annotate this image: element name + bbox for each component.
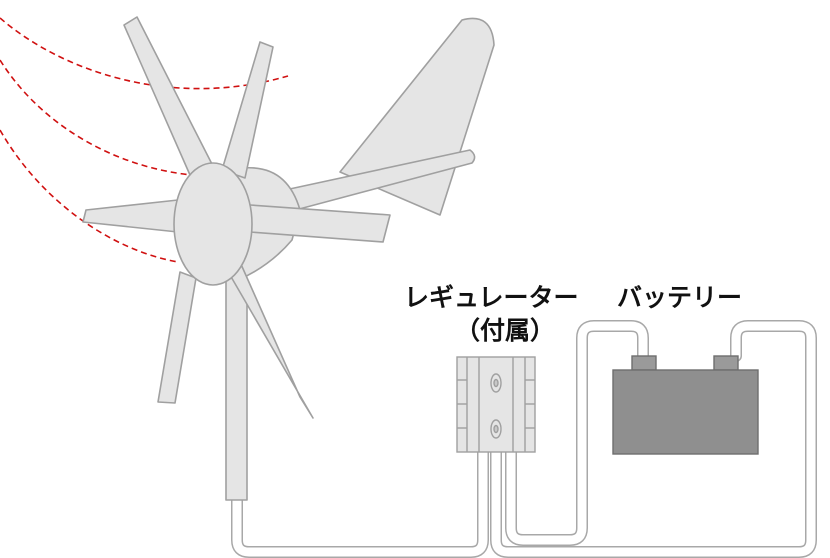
turbine-blade [82,199,179,233]
turbine-hub [173,162,253,286]
battery-body [612,369,759,455]
turbine-blade [157,271,197,404]
cables [231,320,817,558]
regulator-note-label: （付属） [455,316,556,345]
regulator-label: レギュレーター [404,283,579,312]
battery-terminal-positive [713,355,739,371]
battery-icon [612,355,759,455]
turbine-blade [123,16,216,176]
battery-label: バッテリー [617,283,743,312]
turbine-blade [221,41,274,179]
wind-turbine-icon [82,16,495,501]
turbine-tail-boom [284,149,476,213]
wind-lines-icon [0,17,289,263]
battery-terminal-negative [631,355,657,371]
turbine-pole [225,277,248,501]
regulator-box-icon [456,356,536,453]
